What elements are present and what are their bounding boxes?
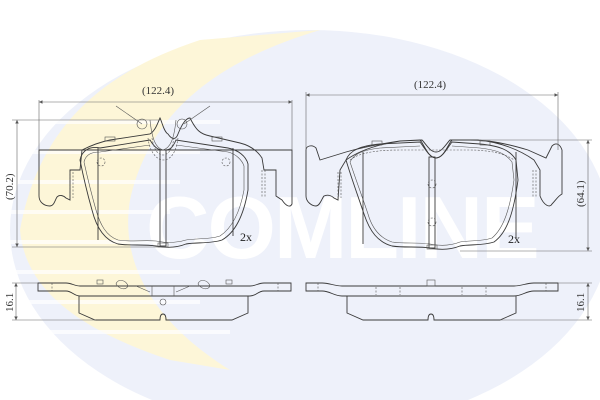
right-height-label: (64.1) [575,180,587,207]
left-width-label: (122.4) [142,85,174,97]
right-width-dimension: (122.4) [305,79,559,150]
watermark-text: COMLINE [146,178,538,277]
right-quantity-label: 2x [508,232,520,246]
right-height-dimension: (64.1) [460,139,592,252]
right-pad-side-view [305,279,559,321]
watermark-logo: COMLINE [0,30,600,400]
left-thickness-dimension: 16.1 [4,282,96,321]
left-pad-side-view [37,279,292,321]
right-thickness-dimension: 16.1 [500,282,592,321]
right-thickness-label: 16.1 [575,293,587,312]
left-width-dimension: (122.4) [38,85,293,150]
right-pad-front-view: 2x [305,139,563,250]
watermark-stripes [0,30,320,370]
right-width-label: (122.4) [414,79,446,91]
left-height-label: (70.2) [4,173,16,200]
left-thickness-label: 16.1 [4,293,16,312]
left-height-dimension: (70.2) [4,119,160,248]
left-quantity-label: 2x [240,230,252,244]
left-pad-front-view: 2x [38,105,293,248]
